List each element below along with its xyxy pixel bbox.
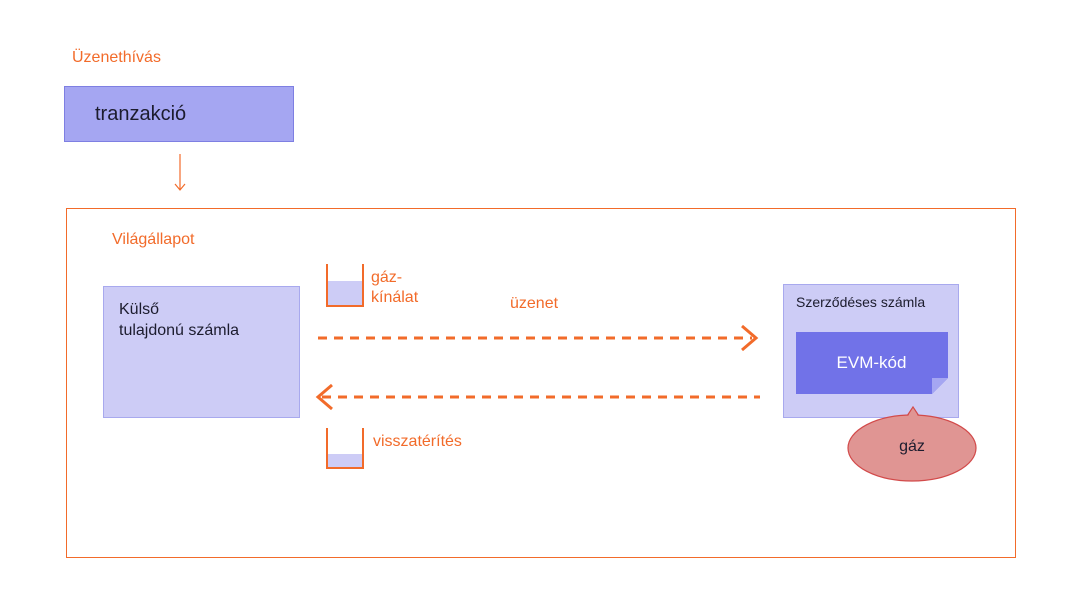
world-state-label: Világállapot	[112, 231, 195, 248]
gas-supply-cup-icon	[326, 264, 364, 307]
gas-label: gáz	[899, 438, 925, 455]
external-account-box: Külső tulajdonú számla	[103, 286, 300, 418]
transaction-label: tranzakció	[95, 103, 187, 125]
external-account-label: Külső tulajdonú számla	[119, 301, 240, 339]
return-arrowhead-icon	[315, 383, 333, 411]
diagram-title: Üzenethívás	[72, 49, 161, 66]
refund-label: visszatérítés	[373, 433, 462, 450]
world-state-frame	[66, 208, 1016, 558]
message-label: üzenet	[510, 295, 559, 312]
down-arrow-icon	[174, 154, 186, 191]
message-arrowhead-icon	[741, 324, 759, 352]
contract-account-label: Szerződéses számla	[796, 294, 926, 310]
evm-code-document-icon	[796, 332, 948, 394]
transaction-box: tranzakció	[64, 86, 294, 142]
gas-speech-bubble-icon	[847, 405, 977, 482]
evm-code-label: EVM-kód	[836, 352, 907, 372]
gas-supply-label: gáz- kínálat	[371, 269, 419, 306]
refund-cup-icon	[326, 428, 364, 469]
